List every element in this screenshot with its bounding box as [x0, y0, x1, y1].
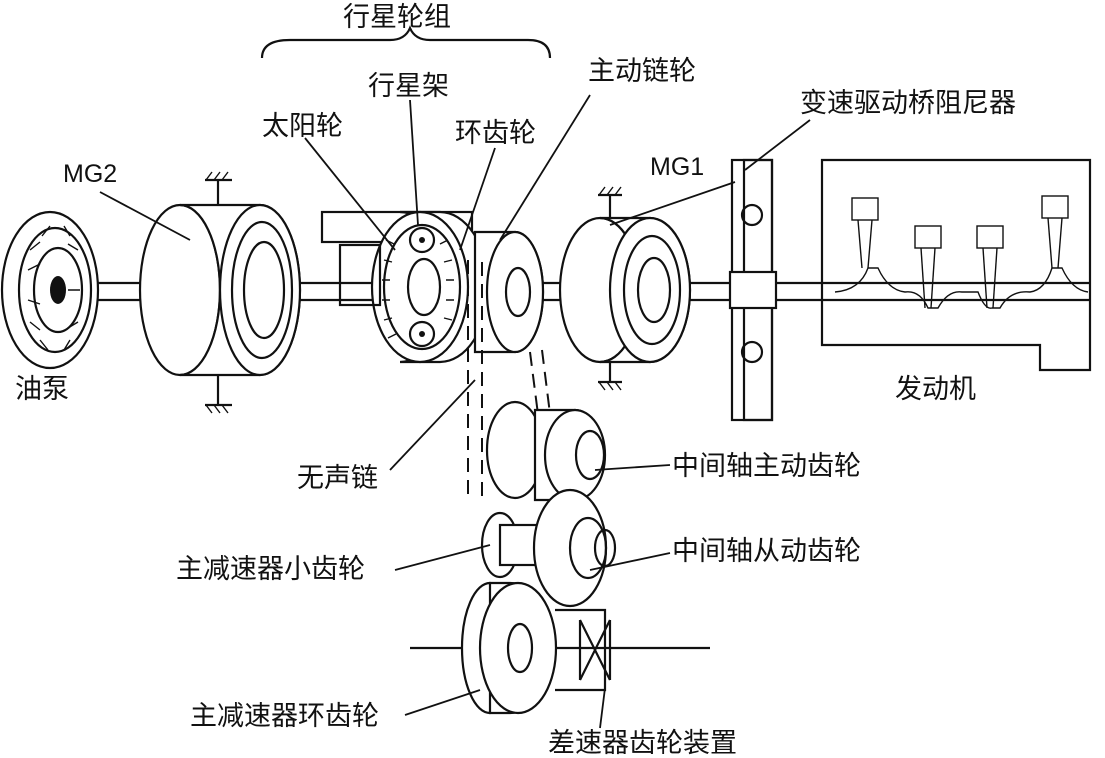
leader-lines: [99, 94, 811, 729]
label-oil-pump: 油泵: [15, 374, 69, 405]
countershaft-driven-gear: [480, 488, 617, 608]
label-mg2: MG2: [63, 160, 117, 188]
label-planet-carrier: 行星架: [368, 71, 449, 102]
label-final-drive-ring-gear: 主减速器环齿轮: [190, 701, 379, 732]
label-final-drive-pinion: 主减速器小齿轮: [176, 554, 365, 585]
mg1-motor: [558, 186, 692, 391]
mg2-motor: [138, 171, 302, 414]
label-mg1: MG1: [650, 153, 704, 181]
engine: [820, 158, 1092, 372]
planetary-gear-set: [320, 210, 490, 364]
transaxle-damper: [728, 158, 778, 422]
oil-pump: [0, 210, 100, 370]
label-countershaft-drive-gear: 中间轴主动齿轮: [672, 451, 861, 482]
drive-sprocket-and-chain: [467, 230, 553, 500]
label-sun-gear: 太阳轮: [262, 111, 343, 142]
label-differential-gear-unit: 差速器齿轮装置: [548, 728, 737, 758]
label-transaxle-damper: 变速驱动桥阻尼器: [800, 88, 1016, 119]
label-drive-sprocket: 主动链轮: [588, 56, 696, 87]
label-engine: 发动机: [895, 374, 976, 405]
label-countershaft-driven-gear: 中间轴从动齿轮: [672, 536, 861, 567]
label-silent-chain: 无声链: [297, 463, 378, 494]
label-ring-gear: 环齿轮: [455, 118, 536, 149]
differential-gear-unit: [555, 608, 612, 692]
countershaft-drive-gear: [485, 400, 607, 502]
label-planetary-gear-set: 行星轮组: [343, 2, 451, 33]
final-drive-ring-gear: [410, 581, 710, 715]
